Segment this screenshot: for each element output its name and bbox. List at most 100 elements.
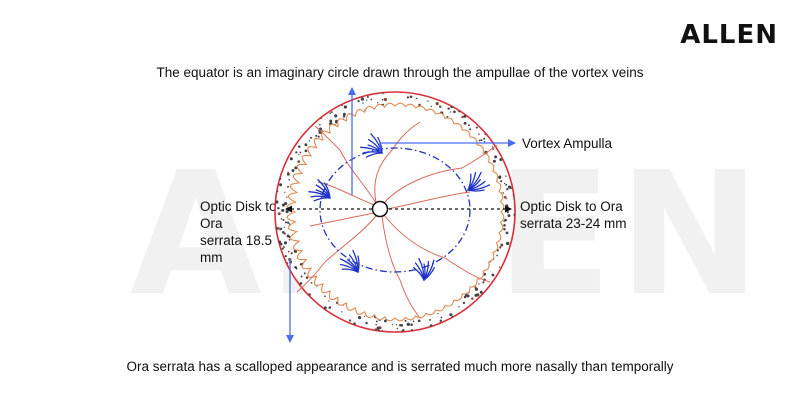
ora-dot [396, 327, 399, 330]
vessel [383, 167, 463, 204]
ora-dot [430, 105, 432, 107]
ora-dot [286, 172, 290, 176]
right-distance-line1: Optic Disk to Ora [520, 199, 623, 214]
ora-dot [328, 306, 331, 309]
ora-dot [491, 273, 495, 277]
ora-dot [506, 211, 509, 214]
ora-dot [303, 272, 306, 275]
ora-dot [285, 210, 289, 214]
ora-dot [284, 191, 286, 194]
ora-dot [310, 281, 313, 284]
ora-dot [484, 133, 487, 136]
ora-dot [510, 187, 512, 190]
ora-dot [358, 316, 362, 320]
equator-circle [319, 147, 471, 273]
ora-dot [506, 187, 509, 191]
ora-dot [474, 286, 477, 289]
ora-dot [308, 293, 311, 297]
ora-dot [366, 95, 369, 98]
ora-dot [475, 126, 478, 129]
ora-dot [467, 124, 470, 127]
ora-dot [494, 155, 498, 159]
vessel [391, 121, 421, 151]
ora-dot [331, 111, 333, 113]
ora-dot [504, 224, 506, 227]
ora-dot [505, 204, 509, 208]
ora-dot [319, 123, 321, 126]
ora-dot [277, 227, 280, 230]
ora-dot [383, 319, 387, 323]
ora-dot [437, 312, 439, 315]
ora-dot [439, 105, 442, 108]
ora-dot [281, 247, 284, 250]
vessel [381, 215, 401, 281]
ora-dot [298, 145, 301, 148]
ora-dot [466, 294, 470, 298]
ora-dot [305, 276, 309, 279]
ora-dot [400, 324, 404, 327]
ora-dot [298, 153, 300, 156]
ora-dot [449, 111, 452, 113]
vessel [324, 215, 377, 263]
ora-dot [406, 322, 410, 326]
ora-dot [503, 195, 507, 199]
ora-dot [280, 218, 283, 220]
ora-dot [279, 184, 282, 186]
ora-dot [499, 266, 501, 268]
vessel [309, 212, 375, 227]
ora-dot [362, 102, 364, 104]
ora-dot [461, 115, 464, 119]
ora-dot [288, 238, 291, 241]
ora-dot [404, 319, 407, 322]
ora-dot [382, 92, 384, 95]
vortex-ampulla [308, 178, 331, 202]
vessel [296, 261, 326, 293]
ora-dot [308, 140, 310, 142]
ora-dot [496, 254, 498, 257]
ora-dot [375, 323, 377, 326]
ora-dot [417, 319, 421, 323]
ora-dot [281, 208, 285, 212]
ora-dot [284, 255, 287, 258]
ora-dot [391, 323, 394, 326]
optic-disc [371, 200, 389, 218]
ora-dot [297, 160, 301, 163]
ora-dot [288, 223, 291, 225]
ora-dot [286, 262, 289, 264]
ora-dot [341, 311, 343, 313]
ora-dot [294, 166, 298, 170]
ora-dot [491, 146, 494, 148]
ora-dot [427, 100, 429, 102]
ora-dot [471, 297, 474, 300]
ora-dot [376, 326, 380, 330]
left-distance-label: Optic Disk to Ora serrata 18.5 mm [200, 198, 290, 266]
vessel [339, 149, 377, 204]
ora-serrata-scallops [286, 102, 505, 322]
ora-dot [342, 112, 346, 116]
ora-dot [480, 139, 483, 142]
ora-dot [500, 243, 504, 247]
ora-dot [300, 275, 303, 278]
ora-dot [334, 114, 338, 118]
ora-dot [342, 115, 346, 118]
ora-dot [482, 281, 485, 284]
ora-dot [341, 104, 344, 107]
ora-dot [363, 315, 365, 318]
ora-dot [435, 101, 439, 106]
ora-dot [478, 133, 480, 135]
ora-dot [498, 175, 502, 179]
ora-dot [323, 306, 327, 310]
ora-dot [290, 252, 293, 255]
ora-dot [505, 231, 509, 235]
ora-dot [282, 218, 285, 222]
ora-dot [324, 295, 326, 298]
ora-dot [287, 185, 289, 188]
ora-dot [286, 221, 290, 224]
ora-dot [287, 171, 289, 174]
ora-dot [329, 119, 333, 123]
ora-dot [492, 159, 496, 163]
vortex-ampulla [360, 133, 383, 158]
ora-dot [429, 324, 433, 327]
ora-dot [406, 96, 410, 99]
vortex-ampulla [467, 171, 491, 192]
